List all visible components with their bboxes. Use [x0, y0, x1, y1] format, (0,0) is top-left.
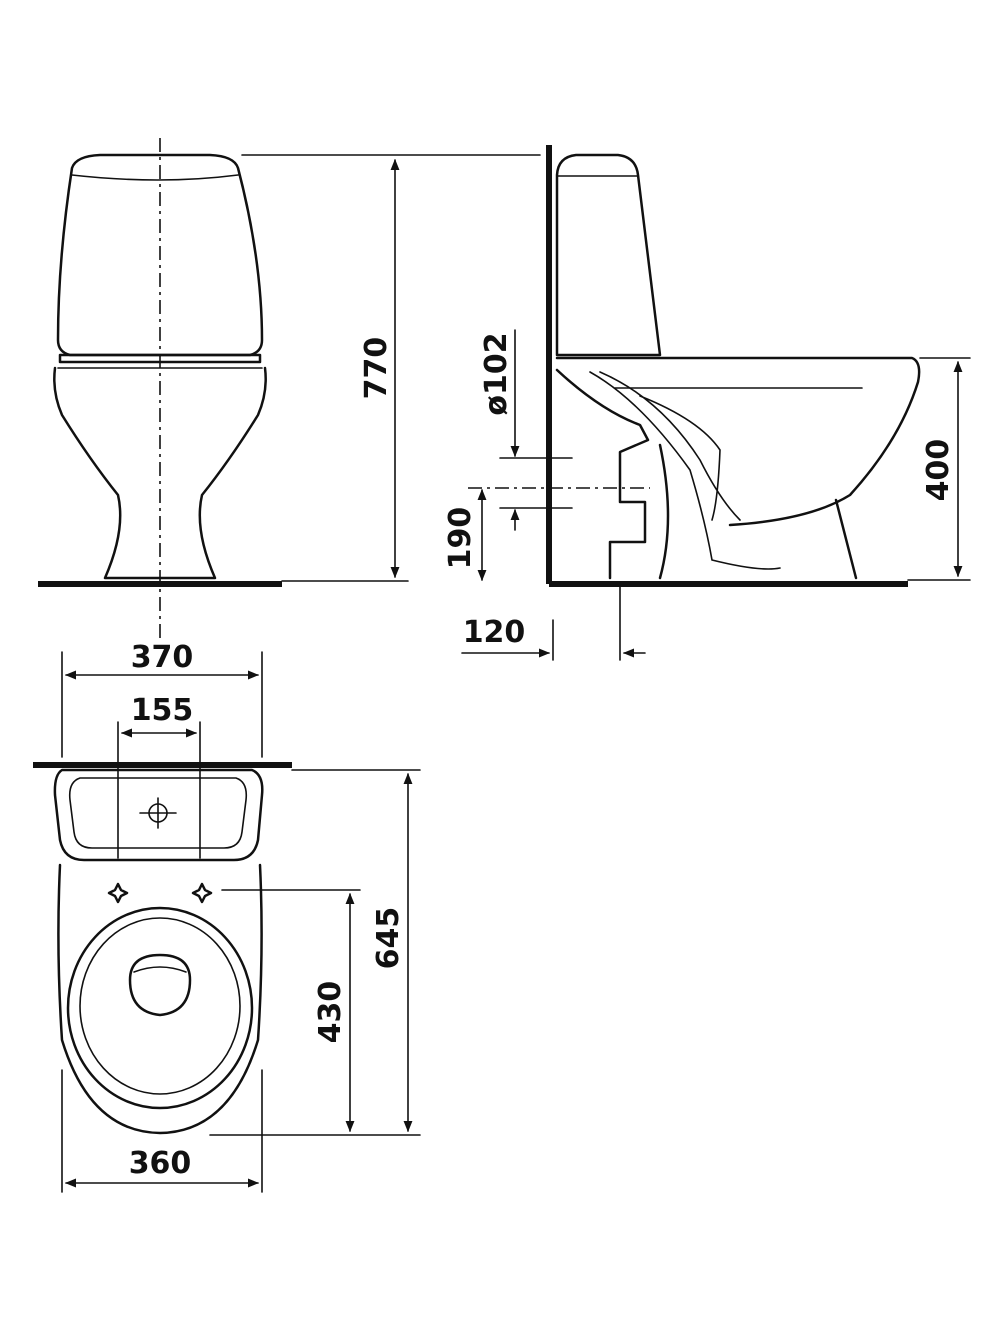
front-tank-base [58, 353, 262, 364]
top-tank-inner [68, 777, 248, 849]
top-seat-outer [66, 906, 254, 1110]
dim-label-360: 360 [129, 1146, 192, 1181]
dim-label-400: 400 [921, 439, 956, 502]
top-seat-inner [79, 917, 241, 1095]
side-view: ø102 190 400 120 [443, 145, 971, 661]
side-bowl-top [555, 356, 921, 527]
top-tank-outline [53, 768, 264, 862]
dim-label-370: 370 [131, 640, 194, 675]
dim-label-770: 770 [359, 337, 394, 400]
top-view: 370 155 645 430 360 [33, 640, 421, 1193]
dim-label-155: 155 [131, 693, 194, 728]
side-tank-outline [555, 153, 662, 357]
side-pedestal [658, 443, 858, 580]
mount-bolt-left-icon [107, 882, 129, 904]
top-water-opening [128, 953, 192, 1017]
front-tank-lid-line [71, 174, 239, 181]
dim-label-645: 645 [371, 907, 406, 970]
dim-label-120: 120 [463, 615, 526, 650]
front-tank-outline [56, 153, 264, 357]
side-outlet-shape [555, 368, 650, 580]
top-bowl-outline [57, 863, 263, 1135]
flush-button-icon [139, 797, 177, 829]
dim-label-190: 190 [443, 507, 478, 570]
dim-label-430: 430 [313, 981, 348, 1044]
side-trapway [589, 371, 781, 570]
dim-label-d102: ø102 [479, 332, 514, 415]
front-view: 770 [38, 138, 541, 640]
top-water-opening-inner [133, 966, 187, 973]
mount-bolt-right-icon [191, 882, 213, 904]
